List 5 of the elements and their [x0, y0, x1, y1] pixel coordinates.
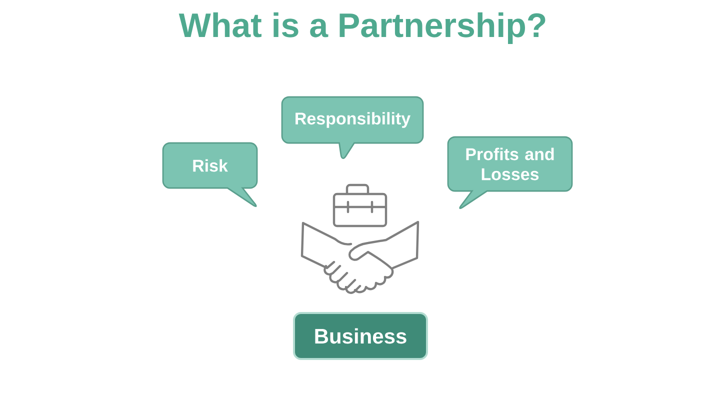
speech-bubble: Profits and Losses — [447, 136, 573, 210]
label-box: Business — [293, 312, 428, 360]
speech-bubble: Risk — [162, 142, 258, 208]
title: What is a Partnership? — [178, 12, 546, 44]
speech-bubble: Responsibility — [281, 96, 424, 159]
